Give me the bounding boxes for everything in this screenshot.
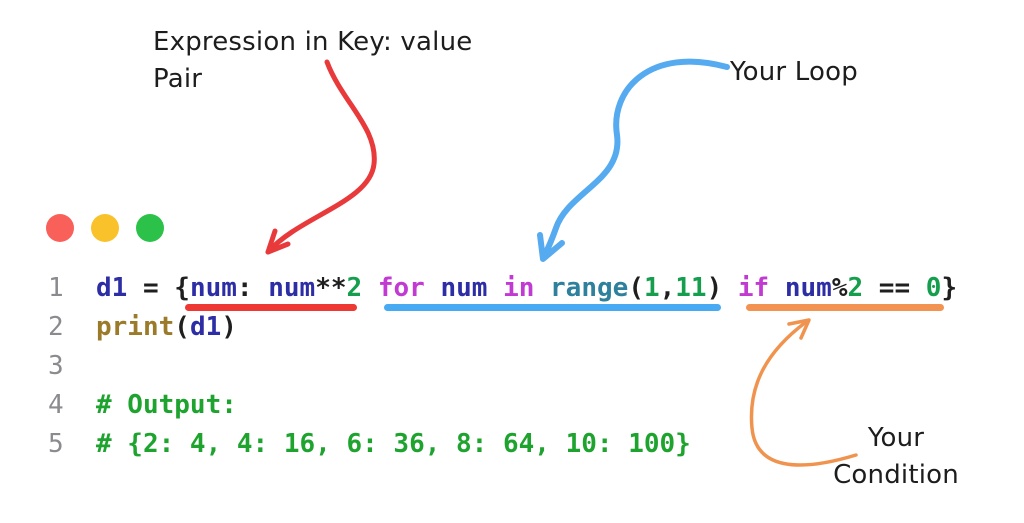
- code-token: = {: [127, 273, 190, 303]
- condition-underline: [746, 304, 944, 311]
- line-number: 1: [48, 273, 64, 303]
- code-token: [534, 273, 550, 303]
- code-token: %: [831, 273, 848, 303]
- window-dot-green: [136, 214, 164, 242]
- loop-arrowhead-icon: [537, 232, 565, 262]
- window-dot-red: [46, 214, 74, 242]
- line-number: 5: [48, 429, 64, 459]
- code-token: 0: [925, 273, 942, 303]
- loop-underline: [384, 304, 721, 311]
- code-token: [425, 273, 441, 303]
- window-controls: [46, 214, 164, 242]
- code-line: 2 print(d1): [42, 308, 957, 347]
- code-text: # {2: 4, 4: 16, 6: 36, 8: 64, 10: 100}: [96, 425, 691, 464]
- code-token: ,: [659, 273, 676, 303]
- line-number: 3: [48, 351, 64, 381]
- expression-underline: [185, 304, 357, 311]
- code-token: if: [737, 273, 770, 303]
- code-token: (: [628, 273, 644, 303]
- code-token: range: [550, 273, 629, 303]
- code-text: # Output:: [96, 386, 237, 425]
- code-token: print: [96, 312, 175, 342]
- code-token: [769, 273, 785, 303]
- code-text: print(d1): [96, 308, 237, 347]
- code-text: d1 = {num: num**2 for num in range(1,11)…: [96, 269, 957, 308]
- code-token: 2: [346, 273, 363, 303]
- code-token: ==: [863, 273, 926, 303]
- code-token: # Output:: [96, 390, 237, 420]
- expression-label: Expression in Key: value Pair: [153, 24, 472, 98]
- code-token: [362, 273, 378, 303]
- code-token: num: [440, 273, 488, 303]
- code-token: num: [784, 273, 832, 303]
- code-token: num: [268, 273, 316, 303]
- code-token: (: [174, 312, 190, 342]
- window-dot-yellow: [91, 214, 119, 242]
- loop-arrow: [540, 58, 730, 261]
- line-number: 4: [48, 390, 64, 420]
- code-token: num: [189, 273, 237, 303]
- code-token: # {2: 4, 4: 16, 6: 36, 8: 64, 10: 100}: [96, 429, 691, 459]
- code-token: for: [377, 273, 425, 303]
- loop-label-line1: Your Loop: [730, 57, 858, 87]
- code-token: [487, 273, 503, 303]
- expression-label-line2: Pair: [153, 64, 203, 94]
- code-token: **: [315, 273, 347, 303]
- condition-label-line1: Your: [867, 423, 925, 453]
- code-token: d1: [96, 273, 128, 303]
- code-token: ): [221, 312, 237, 342]
- code-token: d1: [189, 312, 222, 342]
- code-token: ): [706, 273, 738, 303]
- code-token: in: [503, 273, 535, 303]
- expression-arrowhead-icon: [265, 228, 291, 255]
- code-token: 2: [847, 273, 864, 303]
- loop-label: Your Loop: [730, 54, 858, 91]
- code-line: 4 # Output:: [42, 386, 957, 425]
- code-token: }: [941, 273, 958, 303]
- line-number: 2: [48, 312, 64, 342]
- code-token: 1: [643, 273, 660, 303]
- expression-label-line1: Expression in Key: value: [153, 27, 473, 57]
- code-line: 5 # {2: 4, 4: 16, 6: 36, 8: 64, 10: 100}: [42, 425, 957, 464]
- code-token: :: [236, 273, 269, 303]
- code-token: 11: [675, 273, 707, 303]
- code-line: 3: [42, 347, 957, 386]
